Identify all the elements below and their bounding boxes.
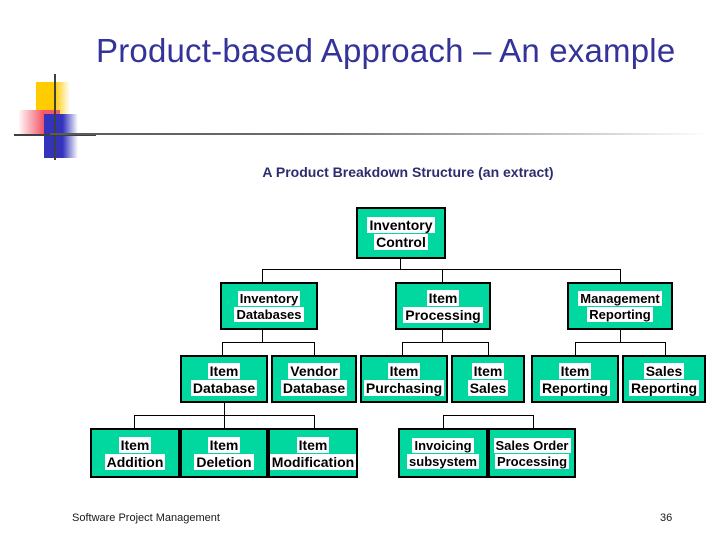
connector-c-mgmt-to-salesrep: [665, 342, 666, 355]
connector-c-proc-to-sales: [488, 342, 489, 355]
node-label-line: Database: [190, 379, 258, 396]
node-label-line: Reporting: [628, 379, 700, 396]
node-label-line: Item: [207, 362, 241, 379]
deco-vertical-rule: [54, 74, 56, 160]
node-label-line: Processing: [494, 453, 570, 469]
node-label-line: Processing: [403, 306, 483, 323]
node-label-line: Item: [471, 362, 505, 379]
node-label-line: Vendor: [288, 362, 340, 379]
connector-c-db-stem: [262, 330, 263, 342]
connector-c-root-to-proc: [442, 269, 443, 282]
node-label-line: Databases: [234, 306, 304, 322]
page-title: Product-based Approach – An example: [96, 32, 676, 69]
connector-c-root-to-db: [262, 269, 263, 282]
connector-c-sales-to-inv: [443, 415, 444, 429]
connector-c-itemdb-stem: [224, 403, 225, 415]
node-label-line: Deletion: [194, 453, 254, 470]
deco-horizontal-rule: [14, 134, 96, 136]
connector-c-root-to-mgmt: [620, 269, 621, 282]
node-label-line: Sales Order: [493, 437, 571, 453]
node-label-line: Sales: [467, 379, 509, 396]
node-label-line: Purchasing: [363, 379, 445, 396]
node-label-line: Sales: [643, 362, 685, 379]
node-label-line: Invoicing: [412, 437, 474, 453]
decorative-square-motif: [14, 74, 96, 160]
node-label-line: Item: [296, 436, 330, 453]
connector-c-itemdb-to-add: [134, 415, 135, 429]
connector-c-db-to-vendor: [314, 342, 315, 355]
diagram-caption: A Product Breakdown Structure (an extrac…: [262, 164, 554, 180]
connector-c-mgmt-to-itemrep: [575, 342, 576, 355]
connector-c-db-bus: [222, 342, 315, 343]
node-label-line: Addition: [104, 453, 166, 470]
connector-c-itemdb-to-mod: [314, 415, 315, 429]
node-label-line: Control: [374, 233, 428, 250]
node-label-line: Reporting: [539, 379, 611, 396]
deco-blue-square: [44, 114, 78, 158]
node-label-line: Item: [387, 362, 421, 379]
footer-page-number: 36: [660, 512, 673, 524]
connector-c-itemdb-to-del: [224, 415, 225, 429]
node-label-line: Database: [280, 379, 348, 396]
node-label-line: Item: [118, 436, 152, 453]
connector-c-mgmt-stem: [620, 330, 621, 342]
node-label-line: Inventory: [367, 216, 435, 233]
title-underline-rule: [50, 133, 710, 135]
node-label-line: Management: [578, 290, 662, 306]
node-label-line: Item: [558, 362, 592, 379]
node-label-line: Item: [207, 436, 241, 453]
connector-c-sales-bus: [443, 415, 533, 416]
node-label-line: Reporting: [587, 306, 653, 322]
connector-c-sales-to-sop: [533, 415, 534, 429]
connector-c-proc-stem: [442, 330, 443, 342]
node-label-line: Item: [426, 289, 460, 306]
connector-c-root-bus: [262, 269, 620, 270]
connector-c-root-stem: [400, 259, 401, 270]
connector-c-proc-to-purch: [402, 342, 403, 355]
connector-c-db-to-item: [222, 342, 223, 355]
node-label-line: subsystem: [407, 453, 479, 469]
connector-c-proc-bus: [402, 342, 488, 343]
footer-title: Software Project Management: [72, 512, 220, 524]
node-label-line: Modification: [269, 453, 357, 470]
node-label-line: Inventory: [237, 290, 301, 306]
connector-c-mgmt-bus: [575, 342, 665, 343]
